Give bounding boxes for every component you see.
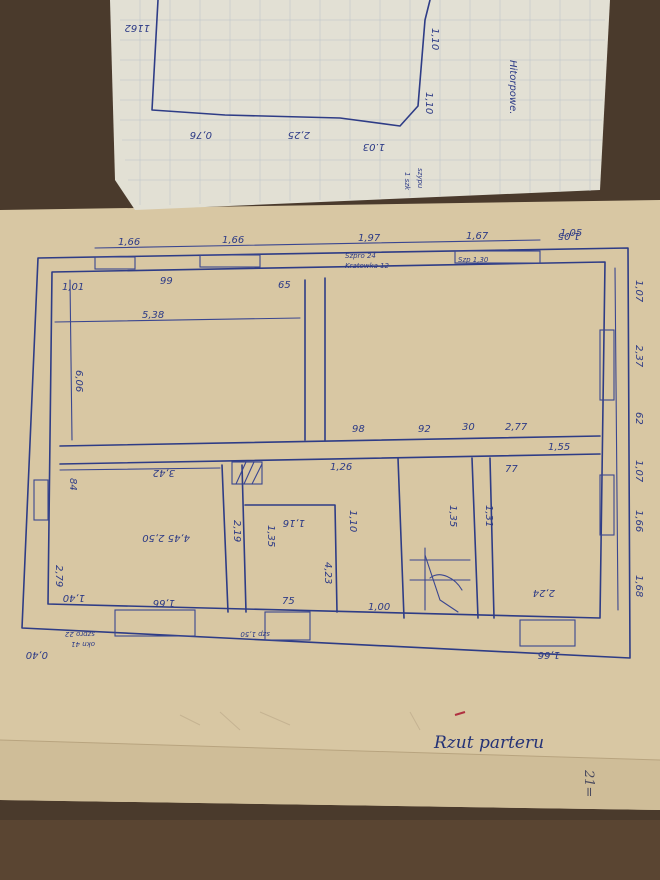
dim-label: 1,66 [633,510,644,532]
bath-wall [244,504,338,613]
window-note: Kratowka 12 [345,262,390,270]
dim-label: 2,24 [533,587,555,598]
dim-label: 1,07 [633,460,644,483]
wall-7 [489,457,495,619]
window-note: Szpro 24 [345,252,376,260]
graph-paper-sheet [110,0,610,210]
dim-label: 1,66 [153,597,175,608]
floor-plan [21,239,631,659]
dim-label: 1,10 [347,510,358,532]
dim-label: 1,68 [633,575,644,597]
dim-label: 5,38 [142,310,164,321]
svg-text:szypu: szypu [416,168,424,189]
mid-wall-1 [59,435,601,447]
dim-label: 1,55 [548,442,570,453]
svg-text:1 szk: 1 szk [403,172,411,191]
chimney-block [231,461,263,485]
dim-label: 1,35 [265,525,276,547]
dim-label: 0,40 [26,649,48,660]
window-note: Szp 1,30 [458,256,489,264]
dim-label: 1,26 [330,462,352,473]
svg-text:2,25: 2,25 [288,129,310,140]
windows [33,250,615,647]
inner-wall [47,261,606,619]
window-note: okn 41 [71,640,95,648]
dim-label: 1,66 [538,649,560,660]
dim-label: 77 [505,464,518,475]
window-note: szpro 22 [64,630,95,638]
room-label: 4,45 2,50 [142,532,190,543]
dim-label: 2,77 [505,422,528,433]
dim-label: 1,16 [283,517,305,528]
outer-frame [21,247,631,659]
page-number: 21= [581,769,596,797]
dim-label: 1,01 [62,282,84,293]
dim-label: 1,97 [358,233,381,244]
dimension-labels: 1,66 1,66 1,97 1,67 1,05 1,01 99 65 5,38… [26,228,644,660]
dim-label: 1,35 [447,505,458,527]
dim-label: 75 [282,596,295,607]
dim-label: 4,23 [322,562,333,584]
svg-text:0,76: 0,76 [190,129,212,140]
dim-label: 6,06 [73,370,84,392]
red-mark [454,711,466,716]
svg-text:1,10: 1,10 [429,28,440,50]
dimension-lines [54,239,619,611]
dim-label: 30 [462,422,475,433]
dim-label: 65 [278,280,291,291]
top-sheet-outline [151,0,431,127]
paper-fold [0,740,660,810]
dim-label: 1,05 [560,228,582,239]
dim-label: 3,42 [153,467,175,478]
dim-label: 1,40 [63,592,85,603]
wall-6 [471,457,479,619]
svg-text:1162: 1162 [125,22,150,33]
wood-edge [0,820,660,880]
svg-text:Hitorpowe.: Hitorpowe. [507,60,518,114]
faint-marks [179,711,421,731]
mid-wall-2 [59,453,601,465]
plan-title: Rzut parteru [433,733,544,753]
svg-text:1,10: 1,10 [423,92,434,114]
dim-label: 2,19 [231,520,242,542]
dim-label: 92 [418,424,431,435]
dim-label: 1,66 [222,235,244,246]
dim-label: 98 [352,424,365,435]
dim-label: 1,00 [368,602,390,613]
dim-label: 84 [67,478,78,491]
dim-label: 2,79 [53,565,64,587]
dim-label: 1,66 [118,237,140,248]
dim-label: 1,07 [633,280,644,303]
dim-label: 1,05 [558,230,580,241]
staircase [409,547,471,613]
dim-label: 2,37 [633,345,644,368]
wall-4 [241,464,247,613]
dim-label: 99 [160,276,173,287]
wall-5 [397,457,405,619]
dim-label: 62 [633,412,644,425]
svg-text:1.03: 1.03 [363,141,385,152]
dim-label: 1,67 [466,231,489,242]
window-note: szp 1,50 [240,630,270,638]
dim-label: 1,31 [483,505,494,527]
top-sheet-labels: Hitorpowe. 1162 1,10 1,10 1.03 2,25 0,76… [125,22,518,191]
wall-3 [221,464,229,613]
